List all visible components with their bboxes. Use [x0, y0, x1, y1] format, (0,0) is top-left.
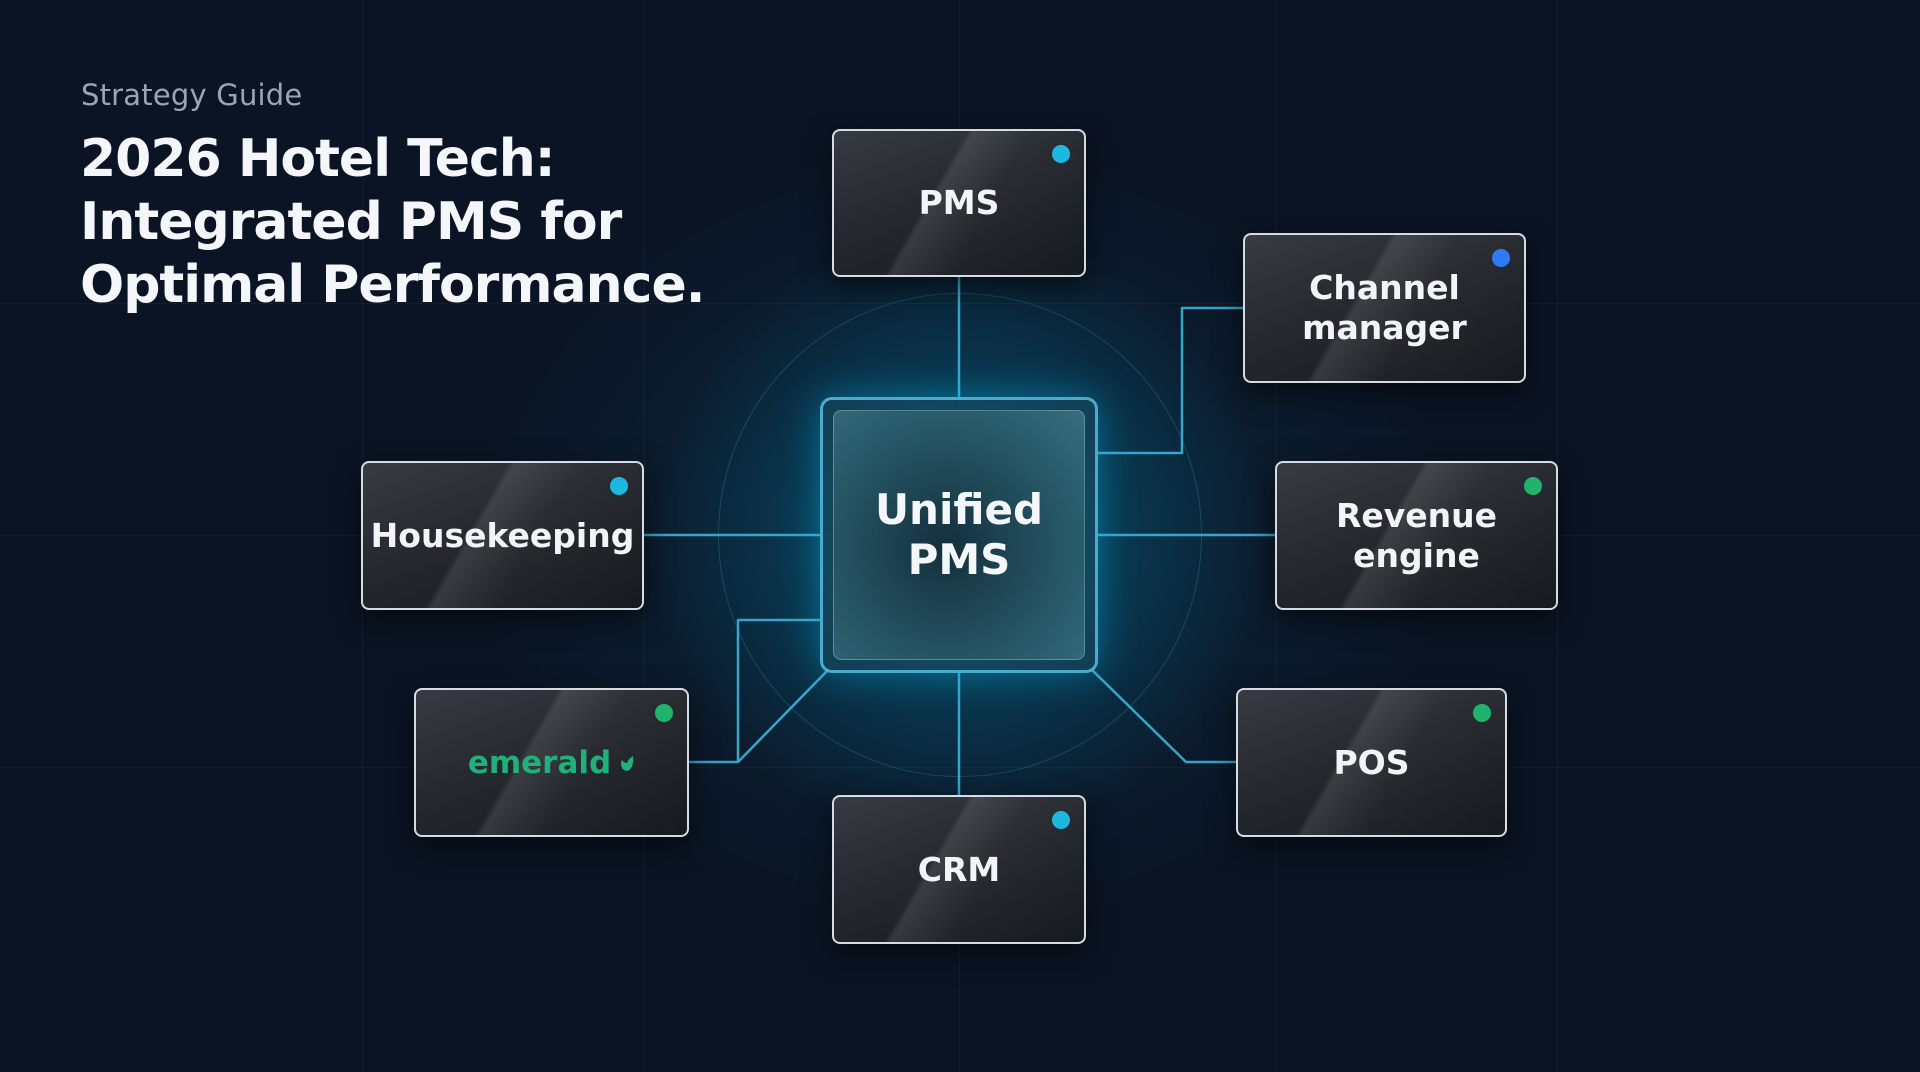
status-dot	[1052, 145, 1070, 163]
node-label: Revenue engine	[1336, 496, 1497, 576]
emerald-wordmark: emerald	[467, 744, 612, 781]
node-label-line: engine	[1353, 535, 1480, 575]
leaf-icon	[621, 755, 634, 771]
connector-pos	[1091, 669, 1237, 764]
node-label-line: POS	[1333, 742, 1410, 782]
node-label: Channel manager	[1302, 268, 1467, 348]
node-pos: POS	[1236, 688, 1507, 837]
connector-emerald-diagonal	[737, 669, 829, 763]
status-dot	[1473, 704, 1491, 722]
status-dot	[1052, 811, 1070, 829]
status-dot	[610, 477, 628, 495]
page-title-line: Optimal Performance.	[80, 255, 705, 315]
page-title-line: 2026 Hotel Tech:	[80, 129, 556, 189]
hub-label-line: Unified	[874, 485, 1044, 534]
node-label-line: Channel	[1309, 268, 1460, 307]
node-emerald: emerald	[414, 688, 689, 837]
status-dot	[1524, 477, 1542, 495]
page-title-line: Integrated PMS for	[80, 192, 622, 252]
hub-unified-pms: Unified PMS	[820, 397, 1098, 673]
node-label-line: Housekeeping	[370, 515, 635, 555]
connector-channel-manager	[1098, 306, 1244, 455]
node-label: Housekeeping	[371, 516, 635, 556]
node-channel-manager: Channel manager	[1243, 233, 1526, 383]
hub-label-line: PMS	[907, 535, 1011, 584]
status-dot	[1492, 249, 1510, 267]
node-revenue-engine: Revenue engine	[1275, 461, 1558, 610]
hub-inner-panel: Unified PMS	[833, 410, 1085, 660]
node-label-line: manager	[1302, 308, 1467, 347]
status-dot	[655, 704, 673, 722]
node-label: CRM	[918, 850, 1000, 890]
node-label: PMS	[919, 183, 1000, 223]
hub-label: Unified PMS	[875, 485, 1043, 585]
node-crm: CRM	[832, 795, 1086, 944]
node-label: POS	[1333, 743, 1409, 783]
page-title: 2026 Hotel Tech: Integrated PMS for Opti…	[80, 128, 720, 317]
node-pms: PMS	[832, 129, 1086, 277]
node-label-line: PMS	[918, 183, 1000, 222]
emerald-logo: emerald	[468, 745, 635, 781]
node-housekeeping: Housekeeping	[361, 461, 644, 610]
connector-emerald	[688, 618, 820, 764]
node-label-line: Revenue	[1335, 495, 1498, 535]
eyebrow-label: Strategy Guide	[81, 78, 303, 112]
node-label-line: CRM	[917, 849, 1001, 889]
